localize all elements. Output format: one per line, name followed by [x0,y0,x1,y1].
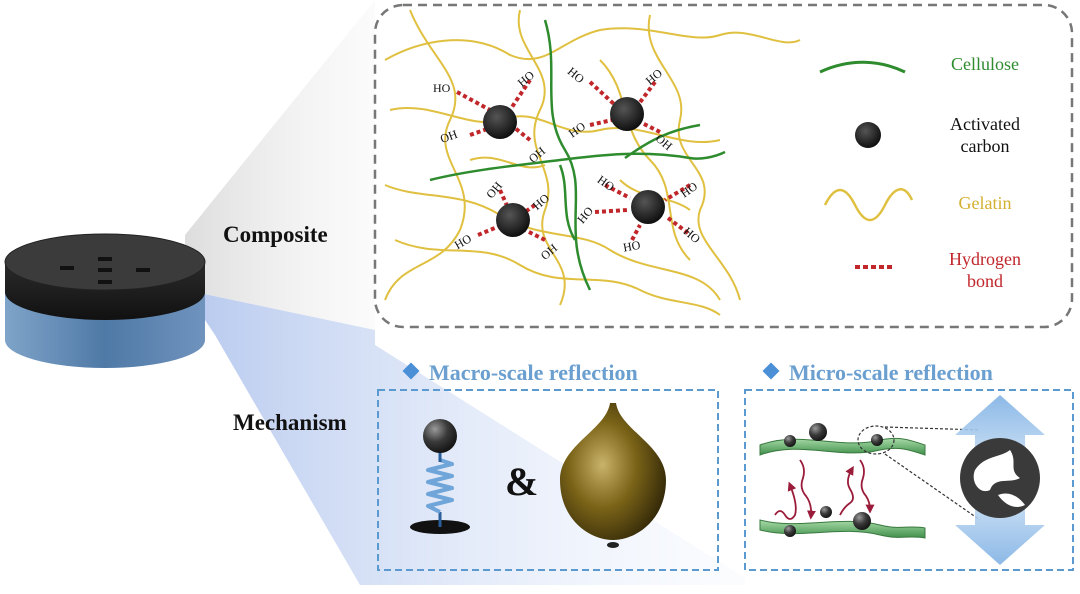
legend-cellulose-symbol [819,60,906,74]
carbon-particle [483,105,517,139]
micro-panel [744,389,1074,571]
projection-cone-mechanism [185,290,745,585]
micro-fibers [759,423,926,539]
diamond-bullet-icon [762,362,780,380]
macro-title-text: Macro-scale reflection [429,360,638,385]
metal-sphere-icon [560,403,666,548]
sample-disc [4,233,206,368]
legend-hydrogen-bond-label: Hydrogen bond [930,248,1040,292]
diamond-bullet-icon [402,362,420,380]
spring-ball-icon [410,419,470,534]
legend-carbon-symbol [855,122,881,148]
carbon-particles [483,97,665,237]
legend-hydrogen-bond-line1: Hydrogen [949,249,1021,269]
micro-panel-title: Micro-scale reflection [762,360,993,386]
hydrogen-bonds [456,78,692,242]
legend-activated-carbon-label: Activated carbon [930,113,1040,157]
macro-panel-title: Macro-scale reflection [402,360,638,386]
mechanism-label: Mechanism [233,410,347,435]
macro-panel [377,389,719,571]
ampersand: & [505,459,539,504]
cellulose-fibers [429,19,726,291]
zoom-callout [857,425,981,521]
gelatin-network [384,9,801,316]
micro-title-text: Micro-scale reflection [789,360,993,385]
hydroxyl-ho-label: HO [622,238,642,255]
legend-gelatin-label: Gelatin [958,193,1012,213]
composite-label: Composite [223,222,328,247]
porous-carbon-icon [960,438,1040,518]
hydroxyl-oh-label: OH [438,127,459,146]
legend-activated-carbon-line2: carbon [960,136,1010,156]
legend-activated-carbon-line1: Activated [950,114,1020,134]
carbon-particle [631,190,665,224]
carbon-particle [610,97,644,131]
legend-hydrogen-bond-line2: bond [967,271,1003,291]
legend-gelatin-symbol [823,188,914,222]
projection-cone-composite [185,0,375,330]
hydroxyl-ho-label: HO [433,81,451,95]
legend-cellulose-label: Cellulose [951,54,1019,74]
em-wave-arrows [774,459,875,520]
carbon-particle [496,203,530,237]
